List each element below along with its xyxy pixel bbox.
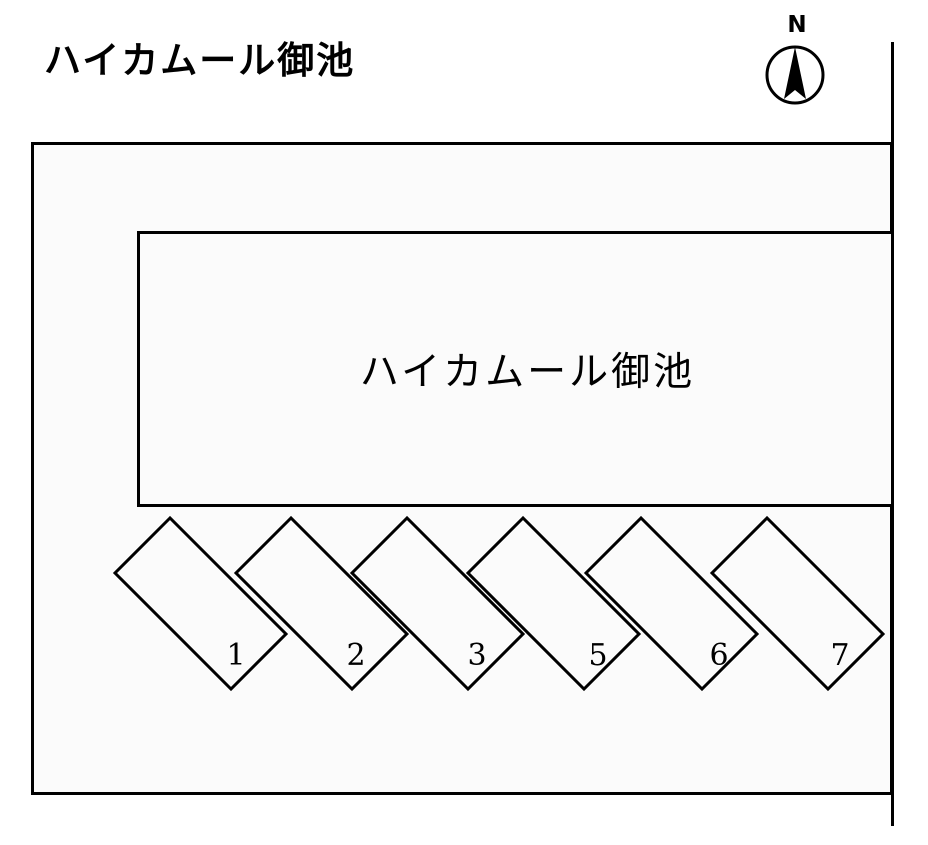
page-title: ハイカムール御池 xyxy=(44,39,356,82)
compass-north-arrow-icon xyxy=(765,45,825,105)
compass-north-label: N xyxy=(787,12,807,38)
compass-rose: N xyxy=(762,14,832,136)
building-label: ハイカムール御池 xyxy=(359,350,696,395)
building-footprint: ハイカムール御池 xyxy=(137,231,894,507)
